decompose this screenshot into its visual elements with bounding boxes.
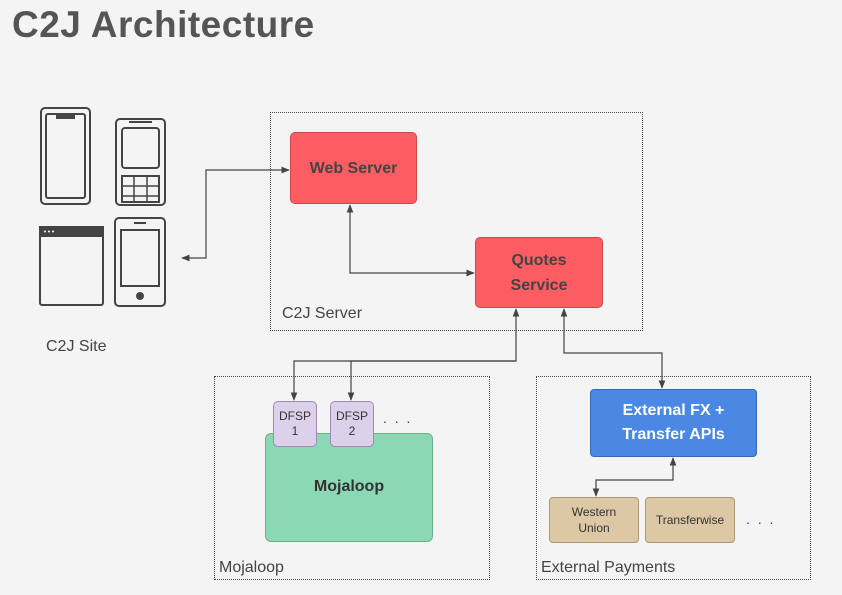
mojaloop-more-ellipsis: . . . [383,410,413,426]
external-payments-group [536,376,811,580]
dfsp-2-box[interactable]: DFSP 2 [330,401,374,447]
external-fx-apis-box[interactable]: External FX + Transfer APIs [590,389,757,457]
browser-window-icon [39,226,104,306]
smartphone-icon [40,107,91,205]
external-payments-label: External Payments [541,559,676,576]
external-more-ellipsis: . . . [746,511,776,527]
smartphone-home-button-icon [114,217,166,307]
mojaloop-group-label: Mojaloop [219,559,284,576]
dfsp-1-box[interactable]: DFSP 1 [273,401,317,447]
quotes-service-box[interactable]: Quotes Service [475,237,603,308]
page-title: C2J Architecture [12,4,315,45]
feature-phone-icon [115,118,166,206]
web-server-box[interactable]: Web Server [290,132,417,204]
c2j-server-label: C2J Server [282,305,363,322]
mojaloop-box[interactable]: Mojaloop [265,433,433,542]
western-union-box[interactable]: Western Union [549,497,639,543]
site-label: C2J Site [46,338,107,355]
transferwise-box[interactable]: Transferwise [645,497,735,543]
